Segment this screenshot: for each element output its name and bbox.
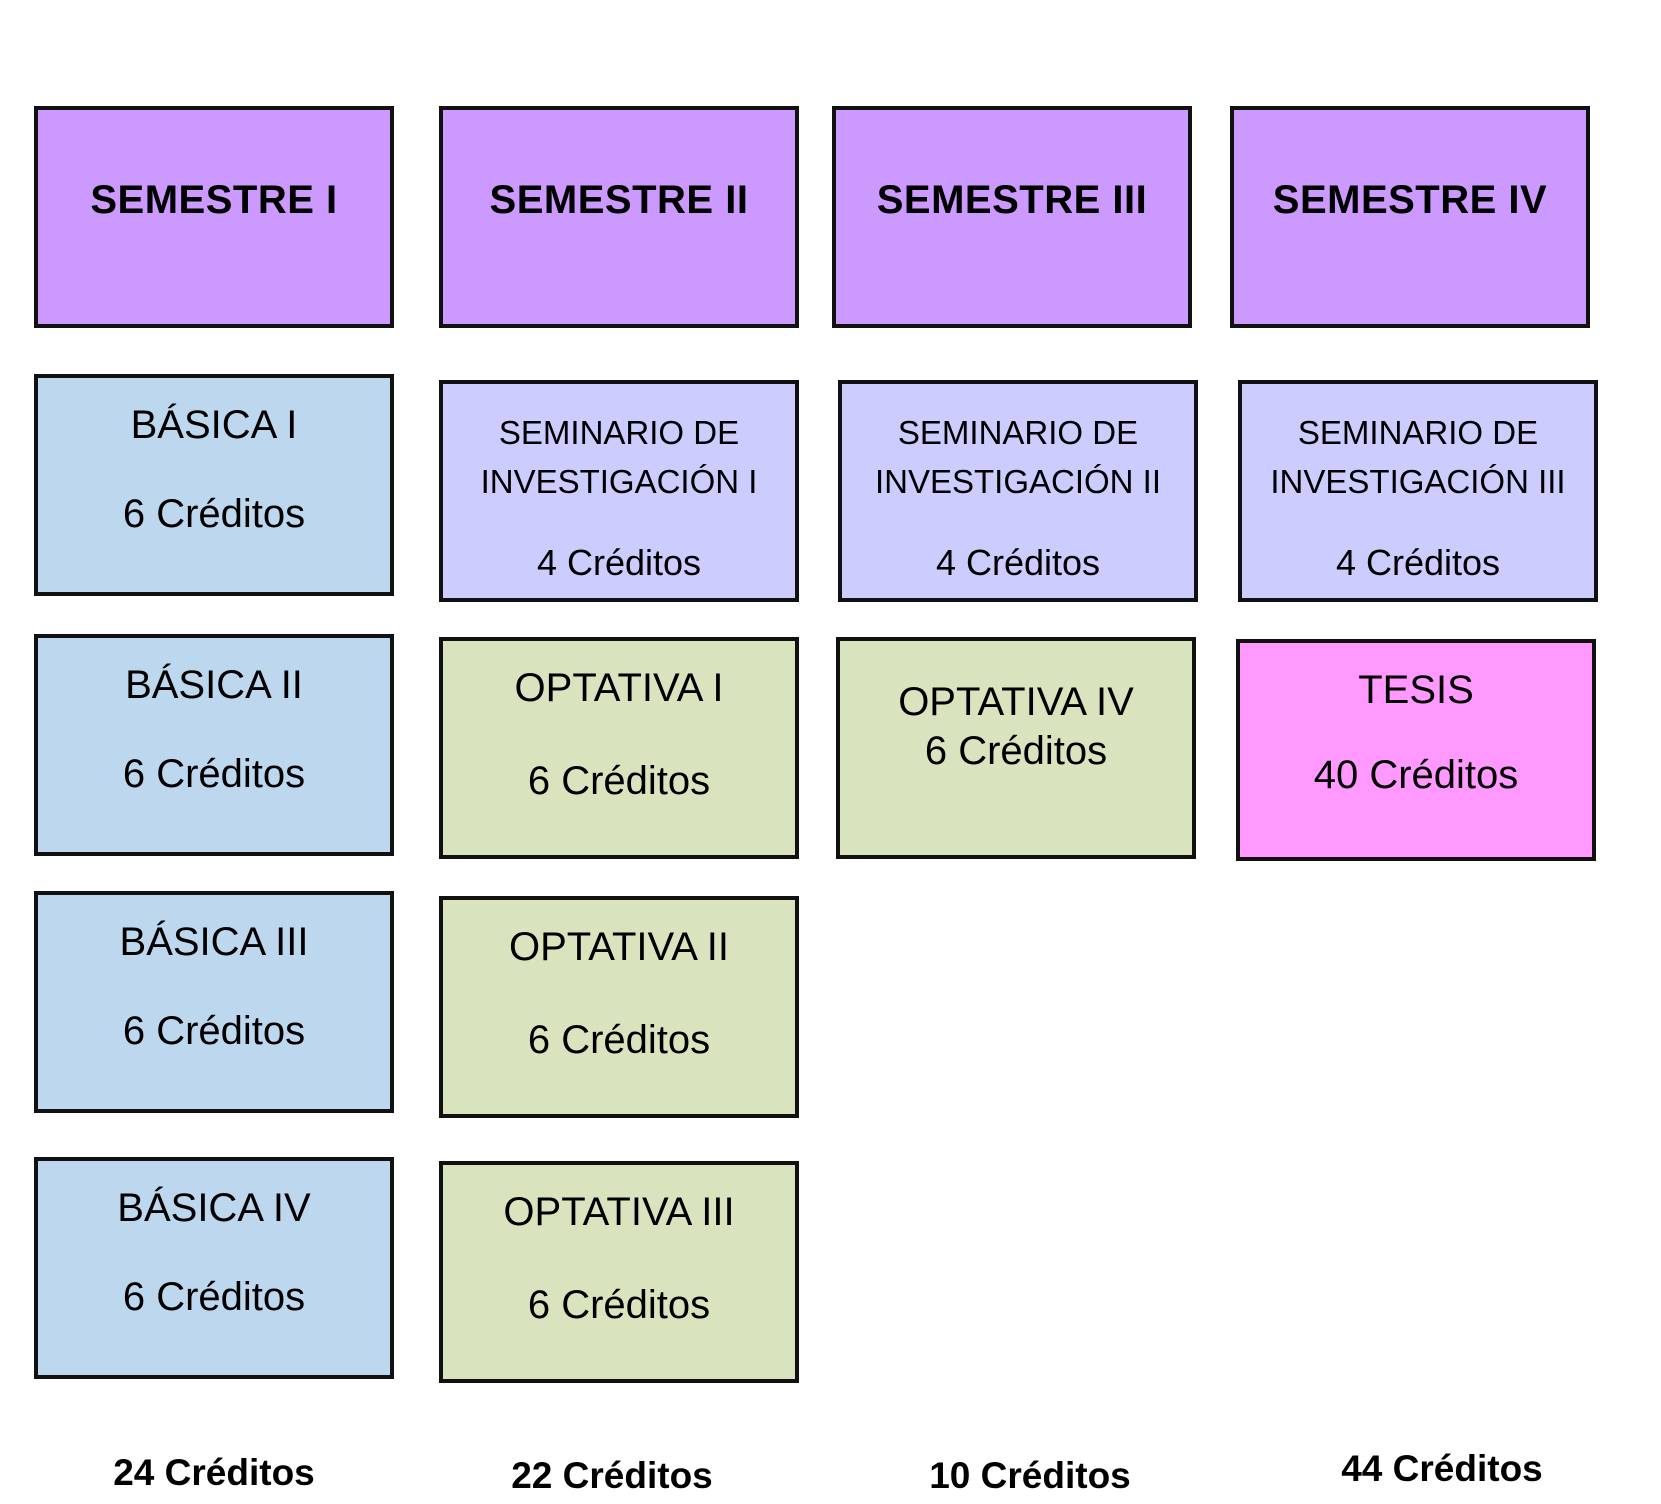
course-name-line2: INVESTIGACIÓN II xyxy=(874,463,1162,500)
semester-2-header: SEMESTRE II xyxy=(439,106,799,328)
course-name: BÁSICA II xyxy=(125,663,303,707)
semester-4-title: SEMESTRE IV xyxy=(1272,178,1548,222)
semester-3-header: SEMESTRE III xyxy=(832,106,1192,328)
course-credits: 6 Créditos xyxy=(527,1283,711,1327)
course-name: OPTATIVA I xyxy=(514,666,724,710)
course-basica-2: BÁSICA II 6 Créditos xyxy=(34,634,394,856)
course-credits: 6 Créditos xyxy=(527,759,711,803)
course-credits: 6 Créditos xyxy=(924,729,1108,773)
course-name: BÁSICA IV xyxy=(117,1186,311,1230)
course-credits: 6 Créditos xyxy=(122,492,306,536)
course-name: OPTATIVA IV xyxy=(898,680,1134,724)
course-seminario-2: SEMINARIO DE INVESTIGACIÓN II 4 Créditos xyxy=(838,380,1198,602)
course-optativa-3: OPTATIVA III 6 Créditos xyxy=(439,1161,799,1383)
course-name: BÁSICA III xyxy=(119,920,309,964)
course-optativa-1: OPTATIVA I 6 Créditos xyxy=(439,637,799,859)
course-credits: 4 Créditos xyxy=(536,542,702,583)
course-name: OPTATIVA III xyxy=(503,1190,735,1234)
course-optativa-2: OPTATIVA II 6 Créditos xyxy=(439,896,799,1118)
course-name-line1: SEMINARIO DE xyxy=(498,414,740,451)
semester-3-total: 10 Créditos xyxy=(929,1455,1131,1496)
semester-2-total: 22 Créditos xyxy=(511,1455,713,1496)
course-tesis: TESIS 40 Créditos xyxy=(1236,639,1596,861)
course-name: TESIS xyxy=(1358,668,1474,712)
course-seminario-3: SEMINARIO DE INVESTIGACIÓN III 4 Crédito… xyxy=(1238,380,1598,602)
course-credits: 4 Créditos xyxy=(935,542,1101,583)
course-name: BÁSICA I xyxy=(130,403,298,447)
semester-4-total: 44 Créditos xyxy=(1341,1448,1543,1489)
semester-4-header: SEMESTRE IV xyxy=(1230,106,1590,328)
course-basica-1: BÁSICA I 6 Créditos xyxy=(34,374,394,596)
course-credits: 6 Créditos xyxy=(527,1018,711,1062)
course-credits: 4 Créditos xyxy=(1335,542,1501,583)
course-optativa-4: OPTATIVA IV 6 Créditos xyxy=(836,637,1196,859)
course-basica-4: BÁSICA IV 6 Créditos xyxy=(34,1157,394,1379)
course-name-line1: SEMINARIO DE xyxy=(897,414,1139,451)
course-name-line1: SEMINARIO DE xyxy=(1297,414,1539,451)
semester-1-header: SEMESTRE I xyxy=(34,106,394,328)
course-name-line2: INVESTIGACIÓN I xyxy=(480,463,758,500)
semester-1-title: SEMESTRE I xyxy=(90,178,338,222)
course-name-line2: INVESTIGACIÓN III xyxy=(1270,463,1566,500)
course-credits: 6 Créditos xyxy=(122,1009,306,1053)
course-credits: 6 Créditos xyxy=(122,752,306,796)
semester-3-title: SEMESTRE III xyxy=(876,178,1148,222)
course-seminario-1: SEMINARIO DE INVESTIGACIÓN I 4 Créditos xyxy=(439,380,799,602)
semester-1-total: 24 Créditos xyxy=(113,1452,315,1493)
semester-2-title: SEMESTRE II xyxy=(489,178,749,222)
course-name: OPTATIVA II xyxy=(508,925,730,969)
course-credits: 6 Créditos xyxy=(122,1275,306,1319)
course-basica-3: BÁSICA III 6 Créditos xyxy=(34,891,394,1113)
course-credits: 40 Créditos xyxy=(1313,753,1519,797)
